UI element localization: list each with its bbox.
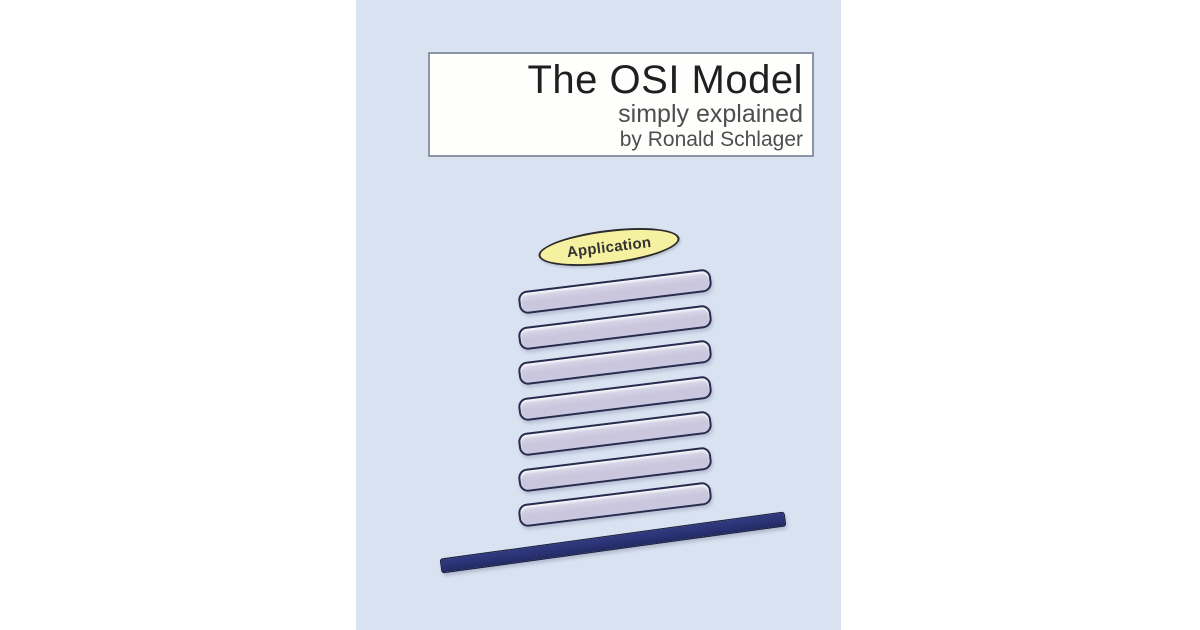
page-title: The OSI Model [527, 58, 803, 102]
title-box: The OSI Model simply explained by Ronald… [428, 52, 814, 157]
book-cover: The OSI Model simply explained by Ronald… [356, 0, 841, 630]
author-byline: by Ronald Schlager [619, 128, 803, 151]
osi-layer-stack [356, 0, 841, 630]
subtitle: simply explained [618, 100, 803, 128]
